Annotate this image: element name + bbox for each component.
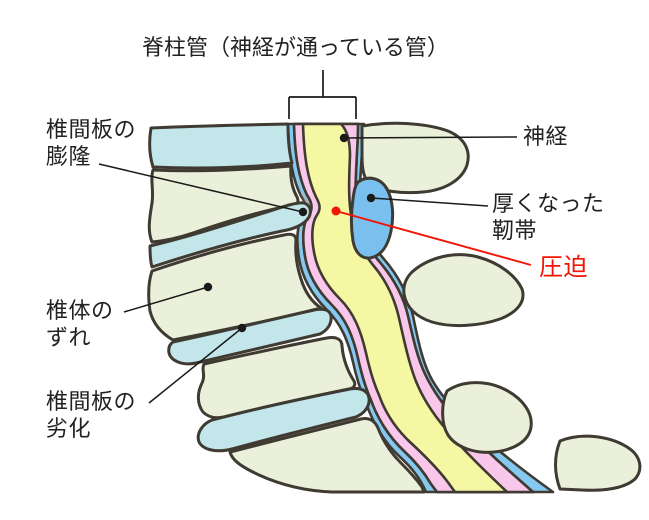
leader-compression xyxy=(335,210,532,266)
dot-degeneration xyxy=(237,323,247,333)
leader-slip xyxy=(123,286,209,313)
spinous-process-3 xyxy=(441,381,533,454)
spinous-process-4 xyxy=(554,434,642,492)
leader-degeneration xyxy=(148,327,243,404)
leader-nerve xyxy=(343,136,518,139)
dot-ligament xyxy=(366,193,376,203)
disc-bottom xyxy=(196,387,371,453)
label-nerve: 神経 xyxy=(523,125,569,150)
label-vertebra-slip: 椎体の ずれ xyxy=(46,299,114,351)
posterior-elements xyxy=(350,121,642,492)
spinous-process-2 xyxy=(402,253,525,328)
dot-slip xyxy=(203,282,213,292)
vertebral-column xyxy=(147,122,426,494)
dot-nerve xyxy=(339,133,349,143)
compression-pointer xyxy=(331,206,532,266)
label-disc-degeneration: 椎間板の 劣化 xyxy=(46,390,137,442)
leader-bulge xyxy=(98,163,304,213)
disc-top-wedge xyxy=(148,122,294,170)
disc-bulging xyxy=(148,201,312,269)
label-disc-bulge: 椎間板の 膨隆 xyxy=(46,118,137,170)
dot-compression xyxy=(331,206,341,216)
leader-lines xyxy=(98,70,518,404)
dot-bulge xyxy=(298,207,308,217)
vertebra-4 xyxy=(228,417,426,494)
thickened-ligament-shape xyxy=(350,176,395,260)
vertebra-2-slipped xyxy=(147,232,323,342)
disc-degenerated xyxy=(167,307,333,366)
label-compression: 圧迫 xyxy=(539,253,588,281)
spinous-process-1 xyxy=(360,121,470,195)
leader-ligament xyxy=(370,197,489,207)
bracket-spinal-canal xyxy=(288,70,357,119)
label-thickened-ligament: 厚くなった 靭帯 xyxy=(492,192,605,244)
leader-dots xyxy=(203,133,376,333)
title-spinal-canal: 脊柱管（神経が通っている管） xyxy=(142,36,449,61)
